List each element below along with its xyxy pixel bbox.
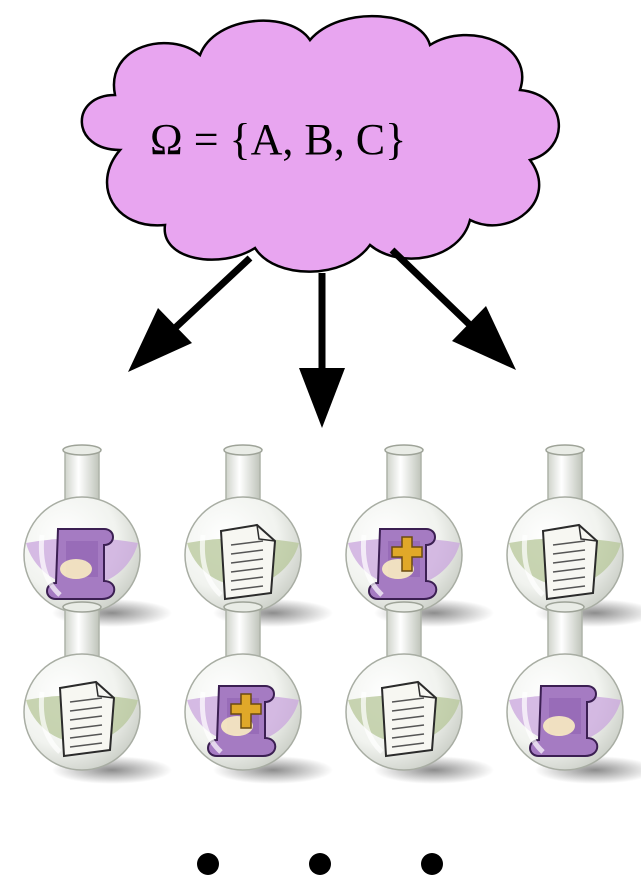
arrows xyxy=(128,247,516,428)
document-icon xyxy=(380,680,438,758)
flask-document xyxy=(345,601,494,784)
scroll-cross-icon xyxy=(368,528,438,600)
scroll-icon xyxy=(46,528,116,600)
cloud-label: Ω = {A, B, C} xyxy=(150,115,407,164)
ellipsis xyxy=(197,853,443,875)
arrow-center-head xyxy=(299,368,345,428)
flask-document xyxy=(184,444,333,627)
scroll-cross-icon xyxy=(207,685,277,757)
ellipsis-dot xyxy=(421,853,443,875)
scroll-icon xyxy=(529,685,599,757)
document-icon xyxy=(219,523,277,601)
ellipsis-dot xyxy=(309,853,331,875)
arrow-right-head xyxy=(452,306,516,370)
arrow-right-shaft xyxy=(389,247,473,328)
ellipsis-dot xyxy=(197,853,219,875)
flask-scroll-cross xyxy=(184,601,333,784)
flask-grid xyxy=(23,444,641,784)
flask-document xyxy=(23,601,172,784)
document-icon xyxy=(541,523,599,601)
arrow-left-shaft xyxy=(172,255,253,331)
flask-scroll xyxy=(23,444,172,627)
arrow-left-head xyxy=(128,308,192,372)
document-icon xyxy=(58,680,116,758)
flask-scroll-cross xyxy=(345,444,494,627)
flask-document xyxy=(506,444,641,627)
cloud-shape xyxy=(80,14,561,273)
flask-scroll xyxy=(506,601,641,784)
